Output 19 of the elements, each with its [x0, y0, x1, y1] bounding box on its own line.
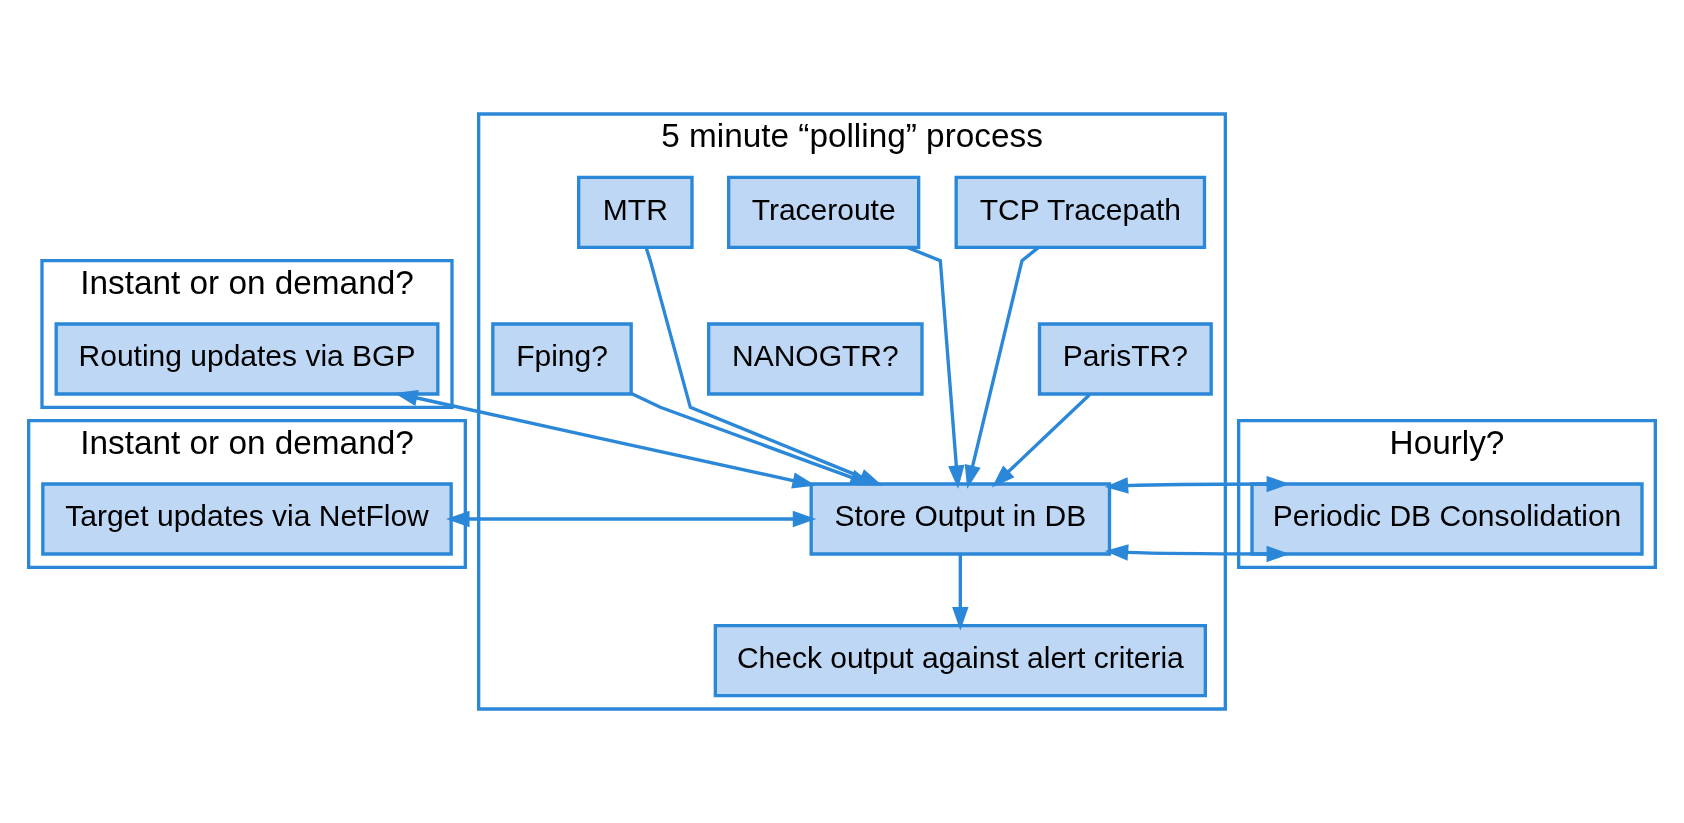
node-box: MTR	[577, 175, 694, 249]
node-box: Store Output in DB	[809, 482, 1112, 556]
node-box: Routing updates via BGP	[54, 322, 440, 396]
arrow	[394, 390, 816, 489]
node-box: TCP Tracepath	[954, 175, 1207, 249]
arrow	[446, 510, 817, 528]
node-box: Check output against alert criteria	[713, 624, 1207, 698]
arrow	[991, 393, 1091, 488]
node-box: Target updates via NetFlow	[41, 482, 453, 556]
arrow	[1104, 475, 1290, 563]
arrow	[952, 554, 969, 631]
node-box: NANOGTR?	[707, 322, 924, 396]
node-box: Periodic DB Consolidation	[1250, 482, 1644, 556]
node-box: ParisTR?	[1037, 322, 1213, 396]
node-box: Fping?	[491, 322, 633, 396]
arrow	[964, 246, 1040, 489]
arrow	[630, 392, 874, 486]
node-box: Traceroute	[727, 175, 921, 249]
arrow	[906, 245, 965, 489]
